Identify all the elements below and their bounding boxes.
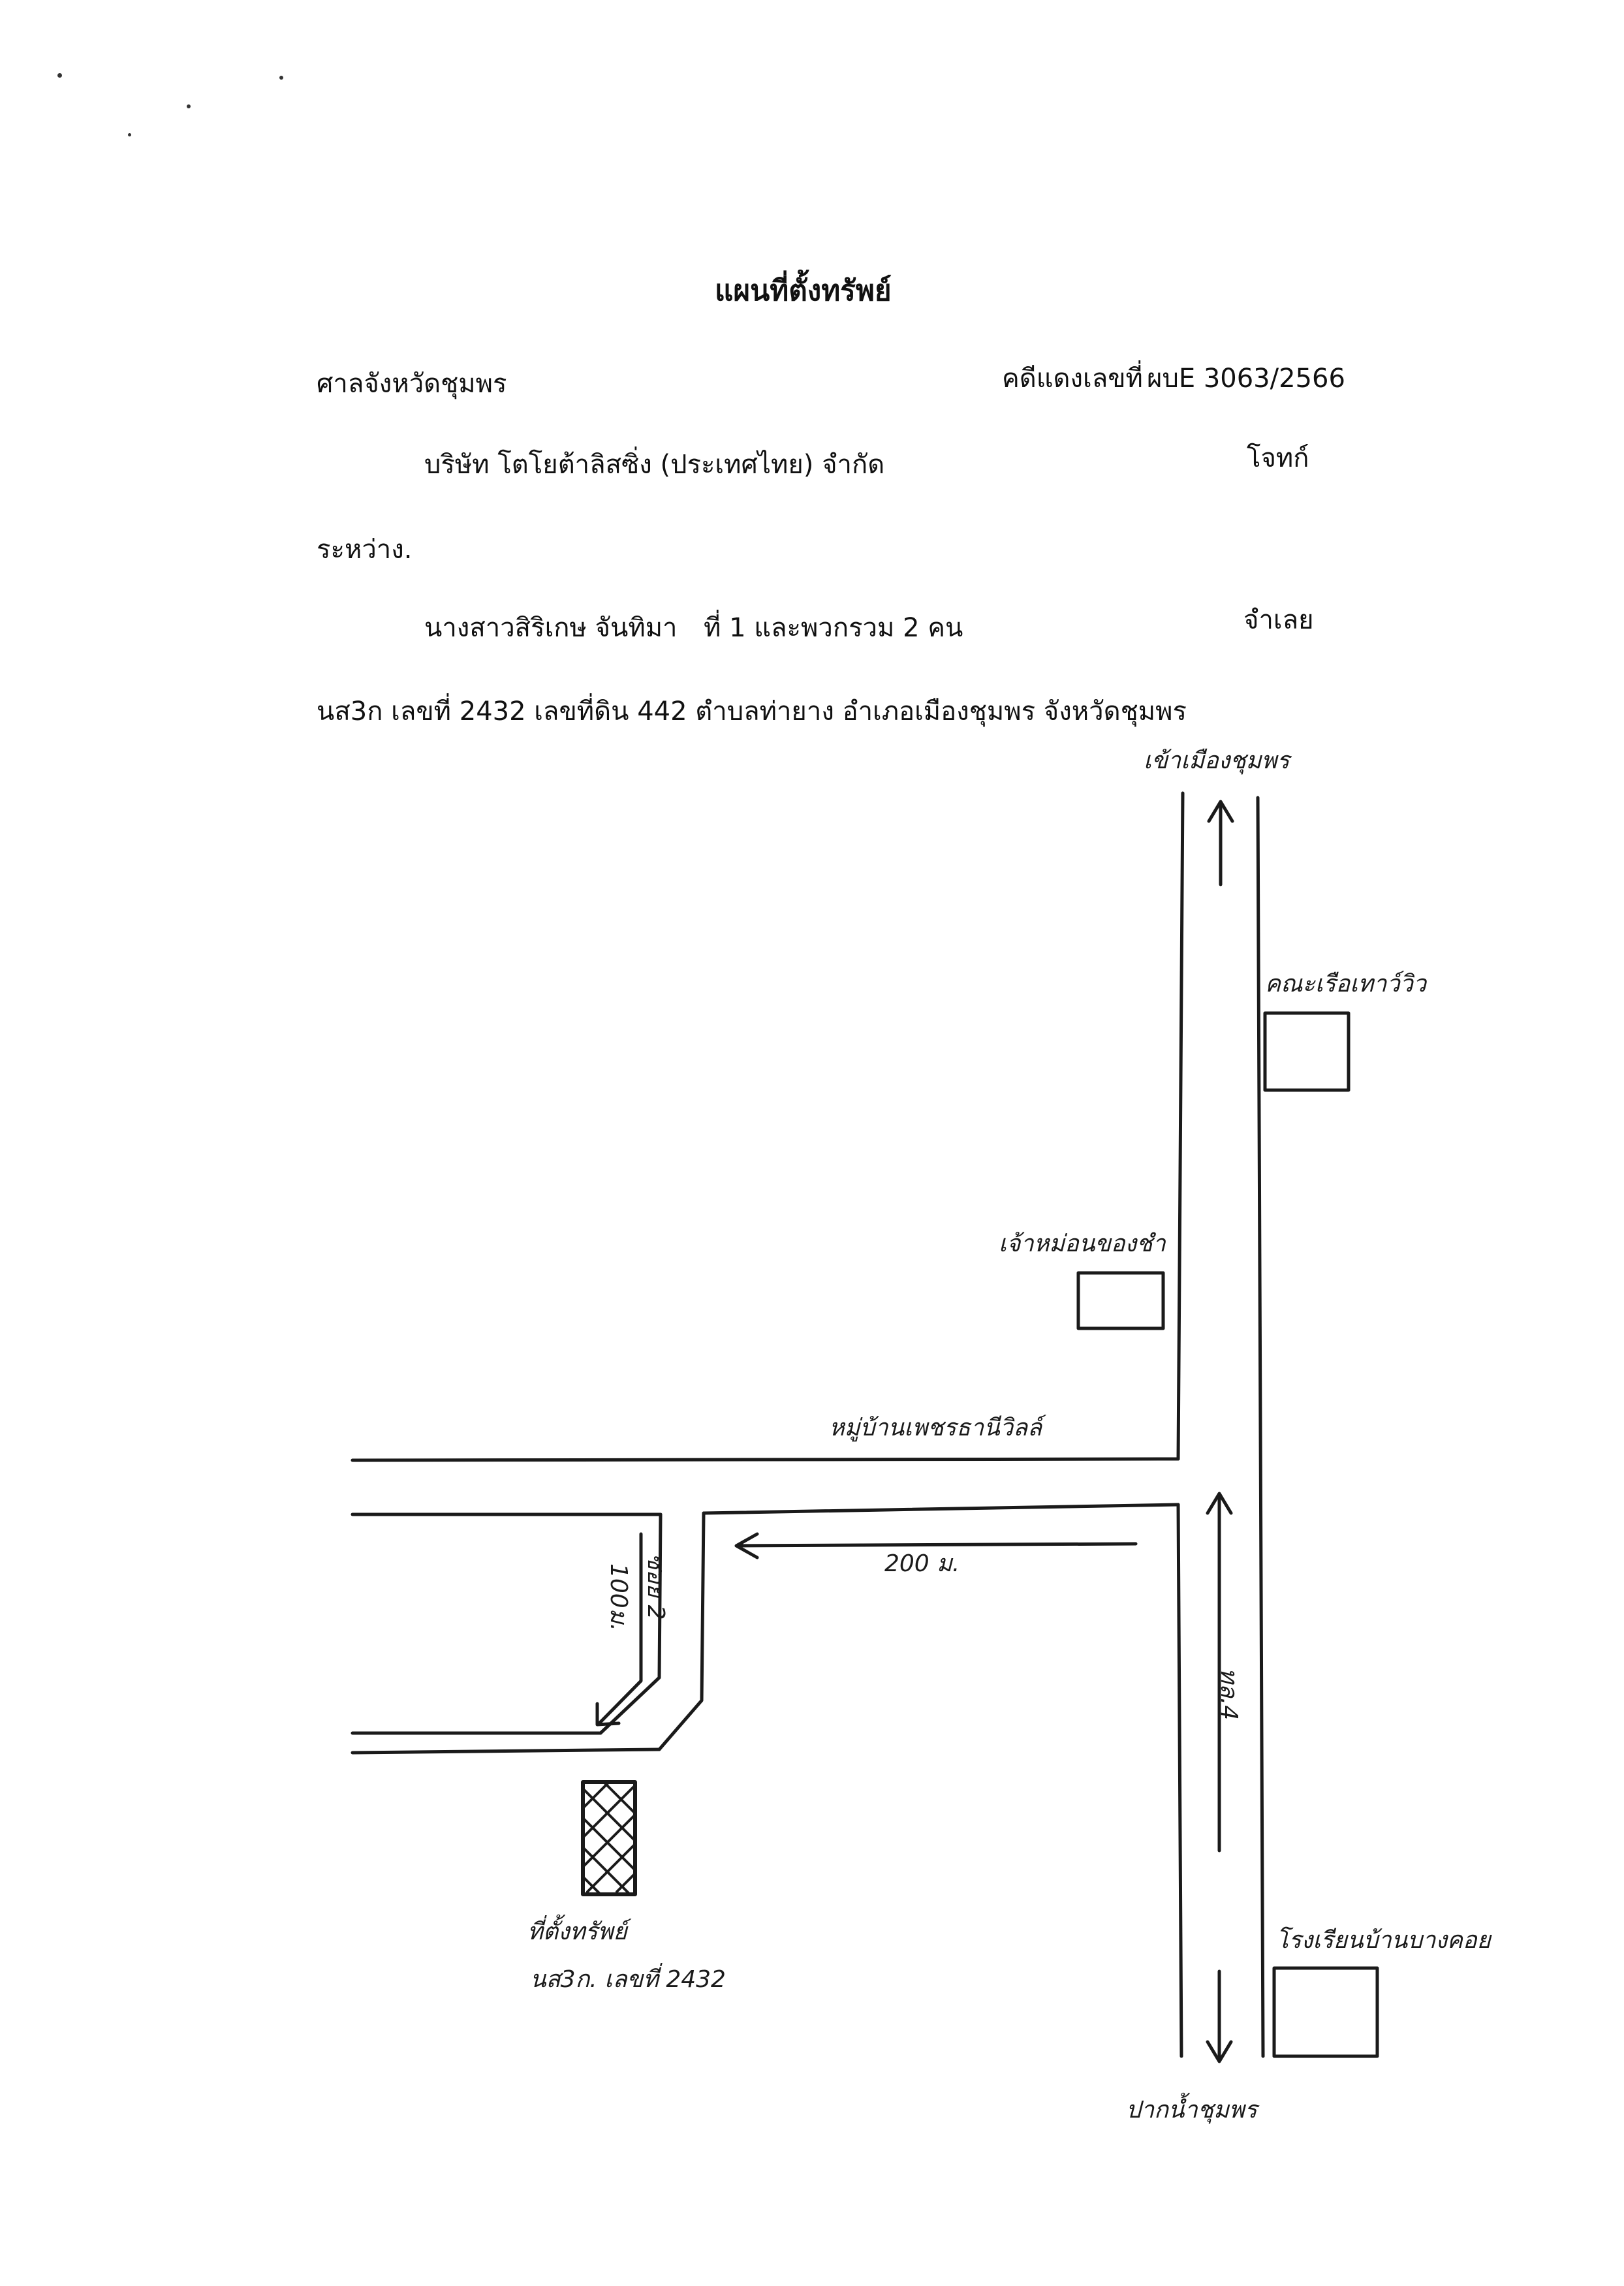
distance-100m: 100ม. <box>605 1563 632 1631</box>
highway-left-edge-upper <box>1176 791 1185 1461</box>
property-label: ที่ตั้งทรัพย์ <box>527 1918 627 1945</box>
page-title: แผนที่ตั้งทรัพย์ <box>715 274 892 307</box>
case-label: คดีแดงเลขที่ <box>1002 364 1143 394</box>
court-name: ศาลจังหวัดชุมพร <box>317 369 507 399</box>
highway-label: ทล.4 <box>1215 1668 1242 1721</box>
soi-left-edge <box>599 1512 663 1735</box>
distance-200m: 200 ม. <box>884 1550 960 1577</box>
landmark-1-box <box>1263 1011 1351 1092</box>
village-road-bottom-edge <box>702 1503 1180 1515</box>
scan-speck <box>128 133 131 136</box>
defendant-name: นางสาวสิริเกษ จันทิมา <box>424 613 678 643</box>
arrow-to-city <box>1207 800 1234 886</box>
deed-line: นส3ก เลขที่ 2432 เลขที่ดิน 442 ตำบลท่ายา… <box>317 697 1187 727</box>
plaintiff-name: บริษัท โตโยต้าลิสซิ่ง (ประเทศไทย) จำกัด <box>424 450 885 480</box>
arrow-100m <box>595 1532 643 1727</box>
landmark-2-label: เจ้าหม่อนของชำ <box>999 1230 1166 1257</box>
highway-right-edge <box>1256 796 1265 2058</box>
landmark-2-box <box>1076 1271 1165 1330</box>
school-box <box>1272 1966 1379 2058</box>
landmark-1-label: คณะเรือเทาว์วิว <box>1265 971 1426 997</box>
to-river-mouth-label: ปากน้ำชุมพร <box>1126 2097 1257 2123</box>
village-road-label: หมู่บ้านเพชรธานีวิลล์ <box>829 1415 1042 1441</box>
soi-right-edge <box>657 1511 706 1751</box>
case-number: ผบE 3063/2566 <box>1147 364 1345 394</box>
lower-road-bottom-edge <box>351 1747 661 1755</box>
arrow-highway-up <box>1206 1492 1233 1853</box>
between-label: ระหว่าง. <box>317 535 413 565</box>
village-road-top-edge <box>351 1457 1180 1462</box>
property-hatch <box>582 1781 636 1896</box>
to-city-label: เข้าเมืองชุมพร <box>1144 747 1290 774</box>
defendant-role: จำเลย <box>1243 605 1314 635</box>
school-label: โรงเรียนบ้านบางคอย <box>1276 1927 1491 1954</box>
arrow-200m <box>734 1532 1138 1559</box>
plaintiff-role: โจทก์ <box>1247 443 1309 473</box>
scan-speck <box>57 73 62 78</box>
defendant-suffix: ที่ 1 และพวกรวม 2 คน <box>704 613 963 643</box>
scan-speck <box>187 104 191 108</box>
arrow-highway-down <box>1206 1969 1233 2063</box>
soi-label: ซอย 2 <box>642 1554 669 1620</box>
property-deed-label: นส3ก. เลขที่ 2432 <box>530 1966 726 1993</box>
scan-speck <box>279 76 283 80</box>
highway-left-edge-lower <box>1176 1503 1183 2058</box>
